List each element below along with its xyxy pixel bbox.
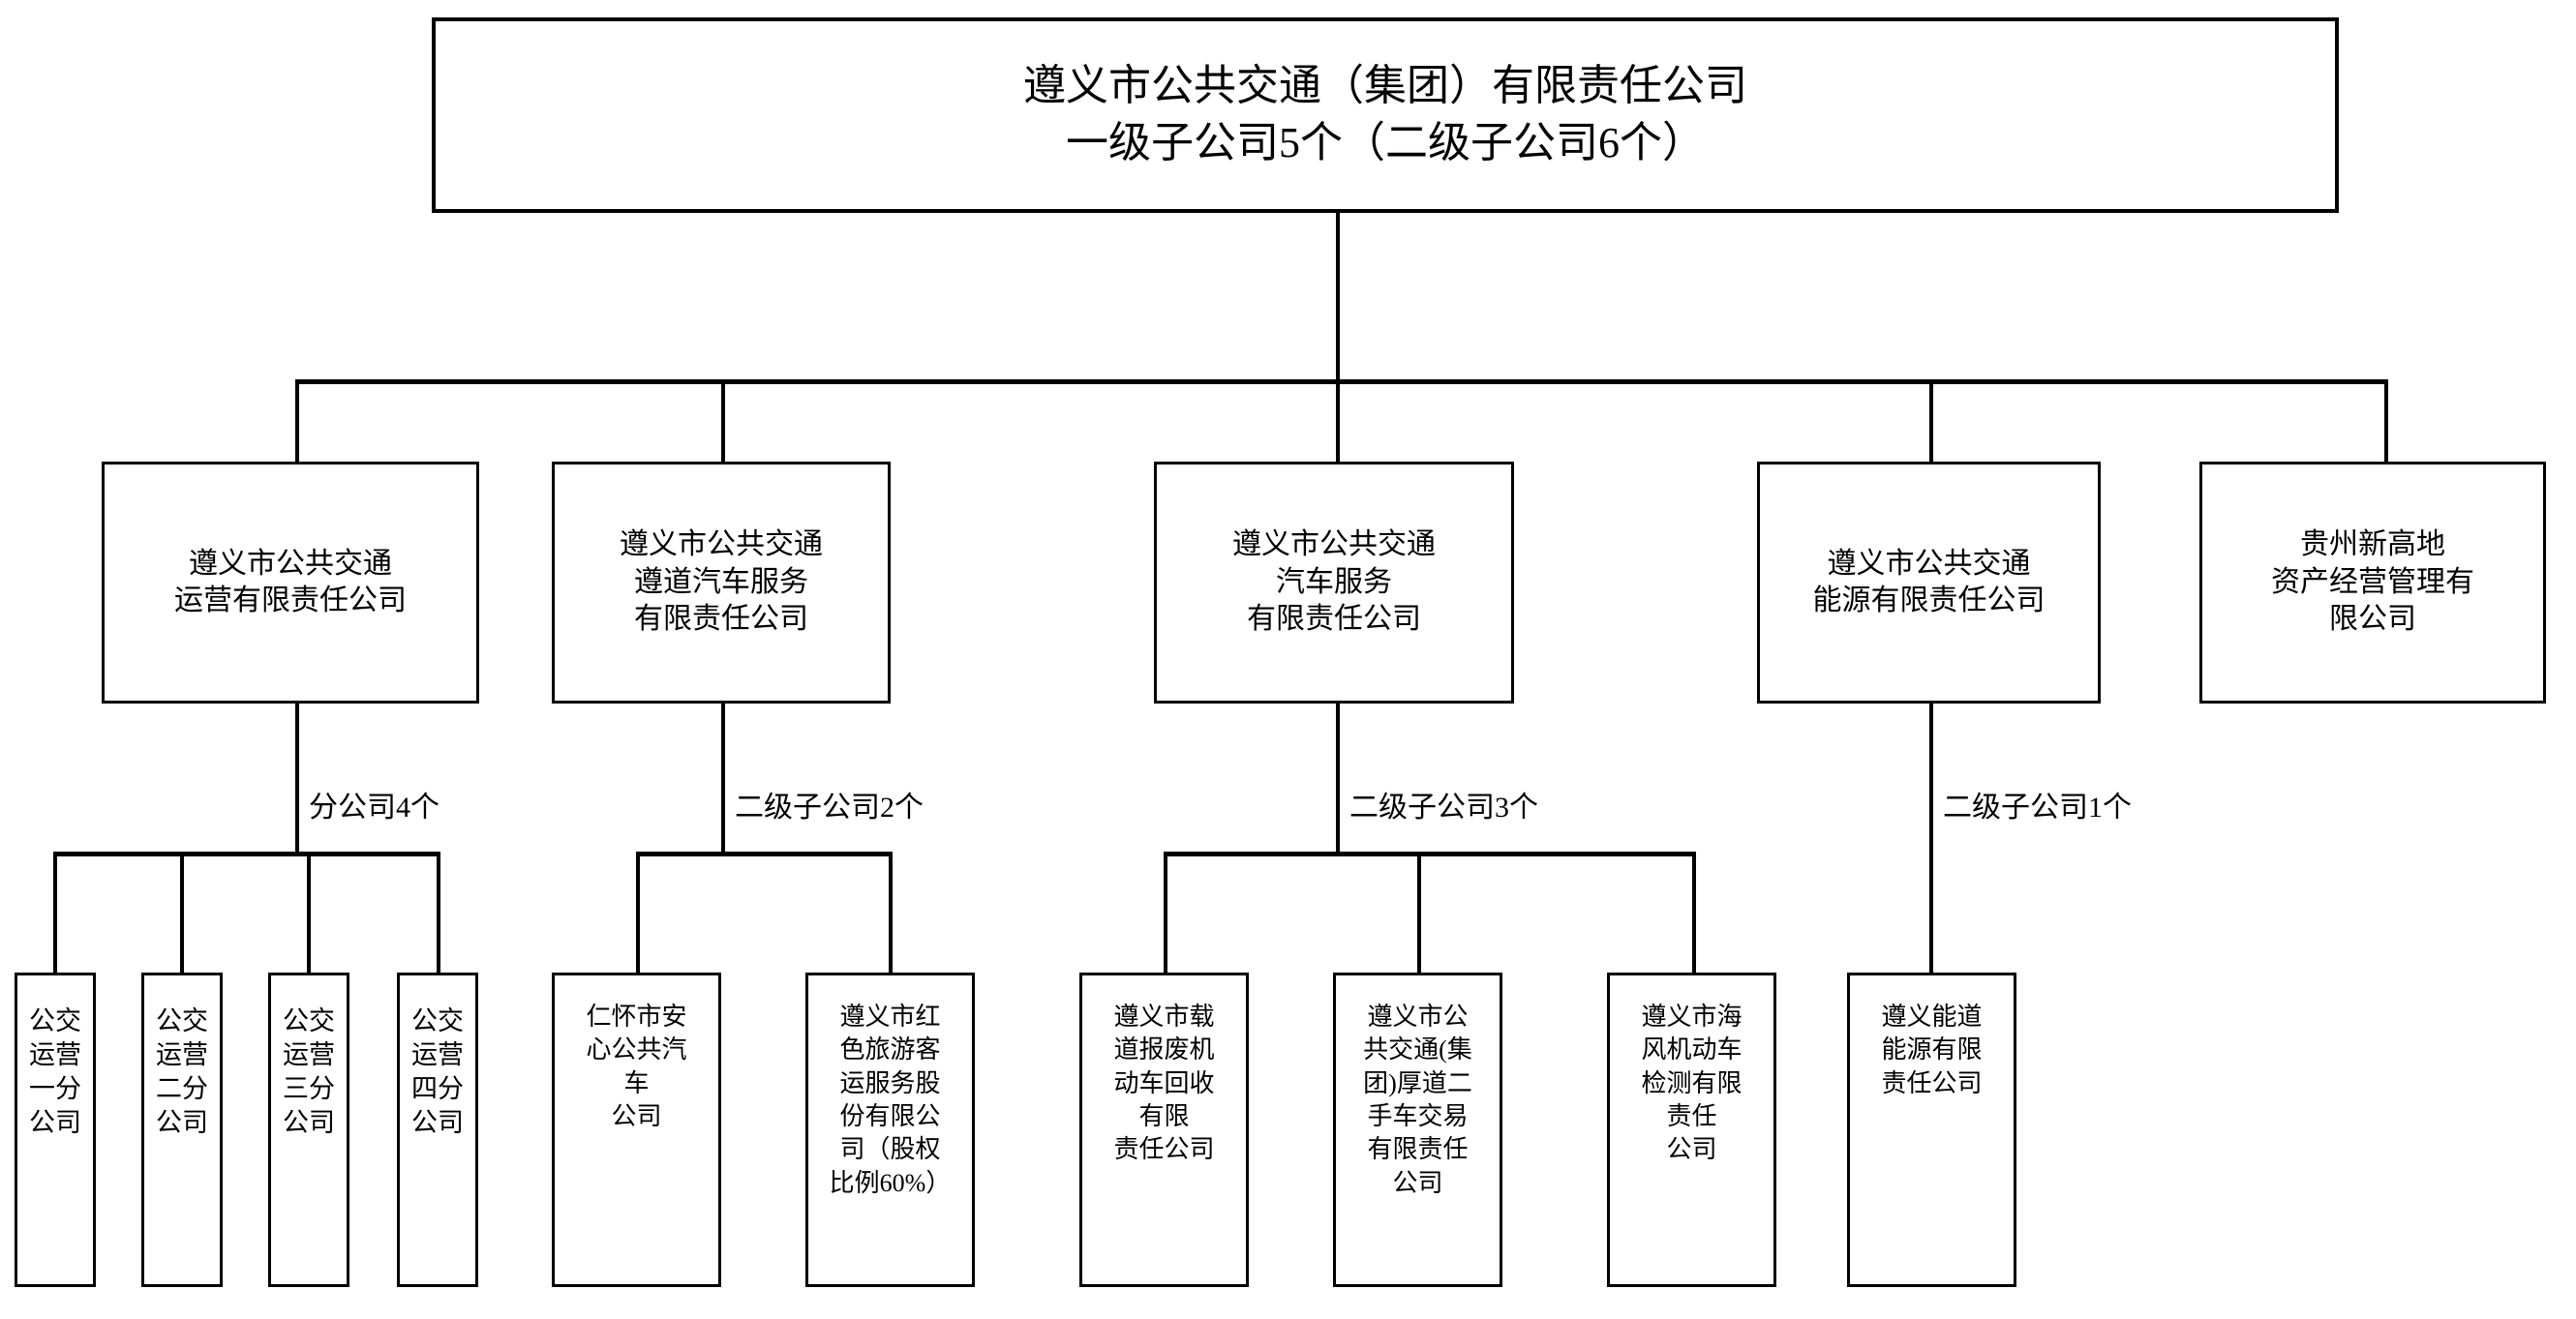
connector-label-2: 二级子公司2个 — [733, 792, 925, 824]
level1-box-2: 遵义市公共交通 遵道汽车服务 有限责任公司 — [552, 462, 891, 704]
drop-line-g3-1 — [1164, 852, 1167, 977]
level1-label-5: 贵州新高地 资产经营管理有 限公司 — [2271, 528, 2474, 636]
drop-line-g1-4 — [437, 852, 440, 977]
leaf-label-g2-2: 遵义市红 色旅游客 运服务股 份有限公 司（股权 比例60%） — [829, 1003, 952, 1197]
drop-line-g2-2 — [889, 852, 893, 977]
leaf-box-g1-1: 公交 运营 一分 公司 — [15, 973, 96, 1287]
leaf-box-g3-2: 遵义市公 共交通(集 团)厚道二 手车交易 有限责任 公司 — [1333, 973, 1502, 1287]
leaf-box-g2-2: 遵义市红 色旅游客 运服务股 份有限公 司（股权 比例60%） — [805, 973, 975, 1287]
drop-line-lvl1-2 — [721, 379, 725, 464]
leaf-box-g4-1: 遵义能道 能源有限 责任公司 — [1847, 973, 2016, 1287]
leaf-label-g1-1: 公交 运营 一分 公司 — [29, 1006, 81, 1138]
stem-line-group-3 — [1336, 704, 1340, 854]
leaf-box-g3-3: 遵义市海 风机动车 检测有限 责任 公司 — [1607, 973, 1776, 1287]
leaf-label-g2-1: 仁怀市安 心公共汽 车 公司 — [586, 1003, 687, 1130]
leaf-label-g1-2: 公交 运营 二分 公司 — [156, 1006, 208, 1138]
connector-label-1: 分公司4个 — [307, 792, 441, 824]
drop-line-lvl1-3 — [1336, 379, 1340, 464]
leaf-box-g1-2: 公交 运营 二分 公司 — [141, 973, 223, 1287]
level1-label-2: 遵义市公共交通 遵道汽车服务 有限责任公司 — [620, 528, 823, 636]
level1-box-5: 贵州新高地 资产经营管理有 限公司 — [2199, 462, 2546, 704]
leaf-box-g1-3: 公交 运营 三分 公司 — [268, 973, 349, 1287]
stem-line-group-4 — [1929, 704, 1933, 977]
drop-line-g1-1 — [53, 852, 57, 977]
leaf-label-g1-4: 公交 运营 四分 公司 — [411, 1006, 464, 1138]
leaf-box-g1-4: 公交 运营 四分 公司 — [397, 973, 478, 1287]
drop-line-g3-2 — [1417, 852, 1421, 977]
level1-bus-line — [295, 379, 2388, 384]
drop-line-lvl1-4 — [1929, 379, 1933, 464]
root-company-label: 遵义市公共交通（集团）有限责任公司 一级子公司5个（二级子公司6个） — [1023, 62, 1747, 166]
leaf-box-g3-1: 遵义市载 道报废机 动车回收 有限 责任公司 — [1079, 973, 1249, 1287]
bus-line-group-2 — [636, 852, 893, 856]
leaf-label-g3-1: 遵义市载 道报废机 动车回收 有限 责任公司 — [1113, 1003, 1215, 1164]
leaf-label-g3-2: 遵义市公 共交通(集 团)厚道二 手车交易 有限责任 公司 — [1363, 1003, 1472, 1197]
leaf-box-g2-1: 仁怀市安 心公共汽 车 公司 — [552, 973, 721, 1287]
stem-line-group-2 — [721, 704, 725, 854]
trunk-line-root — [1336, 213, 1340, 382]
level1-label-1: 遵义市公共交通 运营有限责任公司 — [174, 547, 407, 616]
level1-label-4: 遵义市公共交通 能源有限责任公司 — [1812, 547, 2046, 616]
level1-label-3: 遵义市公共交通 汽车服务 有限责任公司 — [1232, 528, 1436, 636]
drop-line-g1-2 — [180, 852, 184, 977]
leaf-label-g1-3: 公交 运营 三分 公司 — [283, 1006, 335, 1138]
stem-line-group-1 — [295, 704, 299, 854]
drop-line-lvl1-5 — [2384, 379, 2388, 464]
leaf-label-g4-1: 遵义能道 能源有限 责任公司 — [1881, 1003, 1983, 1097]
bus-line-group-3 — [1164, 852, 1696, 856]
drop-line-g2-1 — [636, 852, 640, 977]
connector-label-3: 二级子公司3个 — [1348, 792, 1540, 824]
drop-line-g3-3 — [1692, 852, 1696, 977]
drop-line-lvl1-1 — [295, 379, 299, 464]
leaf-label-g3-3: 遵义市海 风机动车 检测有限 责任 公司 — [1641, 1003, 1743, 1164]
bus-line-group-1 — [53, 852, 440, 856]
connector-label-4: 二级子公司1个 — [1941, 792, 2134, 824]
root-company-box: 遵义市公共交通（集团）有限责任公司 一级子公司5个（二级子公司6个） — [432, 17, 2339, 213]
level1-box-3: 遵义市公共交通 汽车服务 有限责任公司 — [1154, 462, 1514, 704]
level1-box-1: 遵义市公共交通 运营有限责任公司 — [102, 462, 479, 704]
drop-line-g1-3 — [307, 852, 311, 977]
level1-box-4: 遵义市公共交通 能源有限责任公司 — [1757, 462, 2101, 704]
